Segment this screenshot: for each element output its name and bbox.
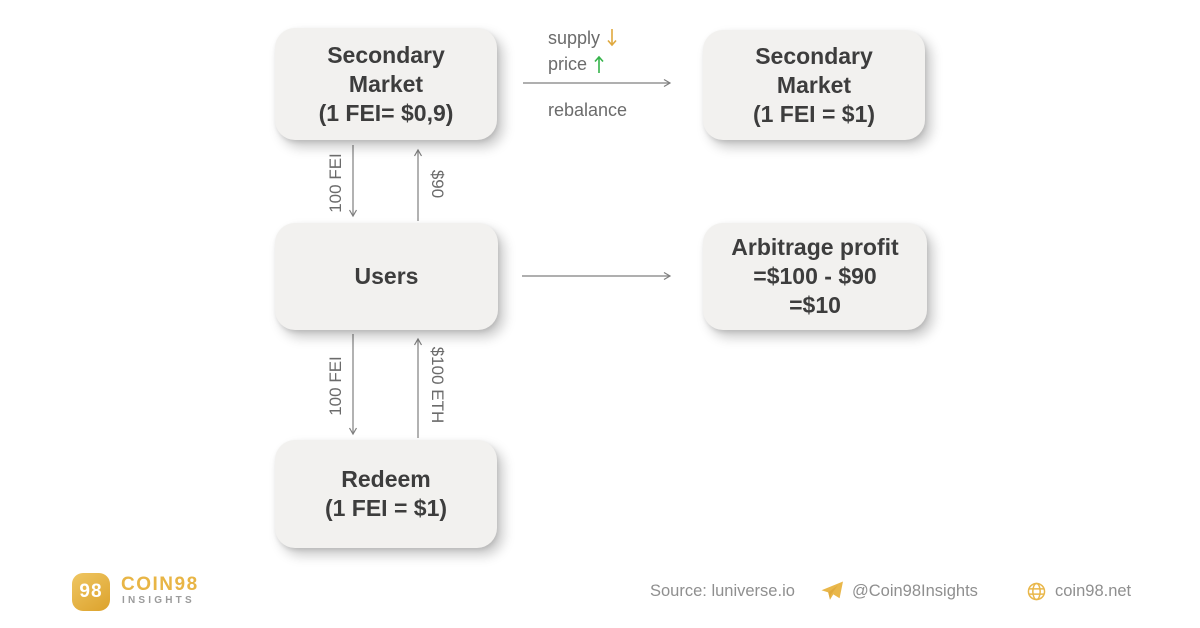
supply-down-arrow-icon xyxy=(607,29,617,47)
source-credit: Source: luniverse.io xyxy=(650,582,795,601)
price-text: price xyxy=(548,53,588,74)
source-text: Source: luniverse.io xyxy=(650,582,795,600)
node-label-line: (1 FEI = $1) xyxy=(324,495,448,521)
rebalance-text: rebalance xyxy=(548,100,628,120)
node-label-line: =$10 xyxy=(789,292,841,318)
label-rebalance: rebalance xyxy=(548,100,627,121)
globe-icon xyxy=(1027,582,1046,601)
node-label-line: Users xyxy=(354,263,419,289)
node-label-line: =$100 - $90 xyxy=(753,263,877,289)
node-label-line: (1 FEI = $1) xyxy=(752,100,876,127)
brand-subtitle: INSIGHTS xyxy=(122,595,195,606)
label-100eth: $100 ETH xyxy=(428,346,447,424)
telegram-plane-icon xyxy=(821,581,843,600)
node-users: Users xyxy=(275,223,498,330)
website-text: coin98.net xyxy=(1055,582,1132,600)
node-label-line: Market xyxy=(348,70,424,97)
node-secondary-market-1: Secondary Market (1 FEI = $1) xyxy=(703,30,925,140)
supply-text: supply xyxy=(548,27,601,48)
node-label-line: Market xyxy=(776,71,852,98)
coin98-logo: 98 xyxy=(72,573,110,611)
node-label-line: Secondary xyxy=(755,42,873,69)
brand-name: COIN98 xyxy=(121,574,199,595)
label-100fei-bottom: 100 FEI xyxy=(326,356,345,416)
label-supply: supply xyxy=(548,27,618,49)
node-arbitrage-profit: Arbitrage profit =$100 - $90 =$10 xyxy=(703,223,927,330)
telegram-credit: @Coin98Insights xyxy=(820,579,978,603)
label-100fei-top: 100 FEI xyxy=(326,153,345,213)
node-redeem: Redeem (1 FEI = $1) xyxy=(275,440,497,548)
coin98-logo-text: 98 xyxy=(79,581,103,602)
node-secondary-market-09: Secondary Market (1 FEI= $0,9) xyxy=(275,28,497,140)
label-90usd: $90 xyxy=(428,169,447,199)
website-credit: coin98.net xyxy=(1026,581,1131,602)
price-up-arrow-icon xyxy=(594,55,604,73)
node-label-line: Redeem xyxy=(341,466,431,492)
node-label-line: (1 FEI= $0,9) xyxy=(318,99,454,126)
telegram-handle-text: @Coin98Insights xyxy=(852,581,978,600)
label-price: price xyxy=(548,53,605,75)
node-label-line: Secondary xyxy=(327,41,445,68)
node-label-line: Arbitrage profit xyxy=(731,234,899,260)
